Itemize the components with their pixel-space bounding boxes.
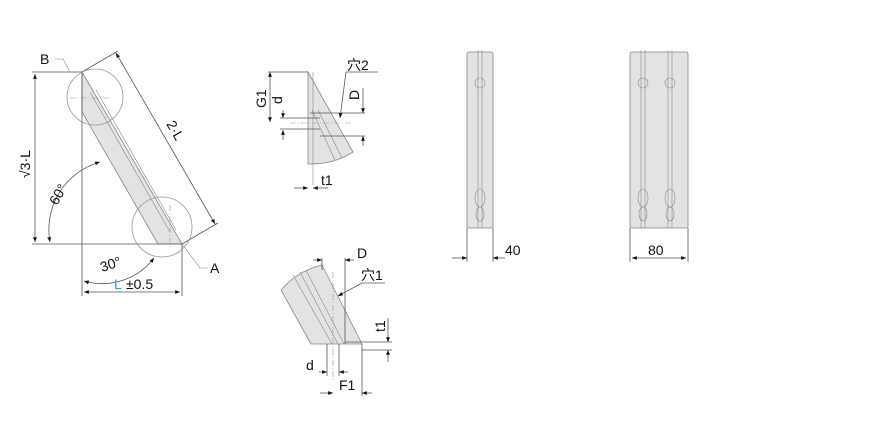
detail-a-view: D 穴1 t1 d F1 [280, 245, 392, 396]
main-side-view: √3·L 2·L 60° 30° L ±0.5 B A [17, 50, 220, 296]
angle-60-label: 60° [46, 181, 70, 207]
front-view-40: 40 [452, 50, 521, 262]
detail-b-view: G1 d D 穴2 t1 [253, 57, 378, 190]
angle-30-label: 30° [98, 253, 123, 275]
width-40-label: 40 [505, 242, 521, 258]
front-view-80: 80 [629, 50, 689, 262]
dim-D-label-a: D [357, 245, 367, 261]
width-80-label: 80 [648, 242, 664, 258]
detail-circle-a [131, 196, 193, 258]
detail-circle-b [66, 68, 124, 126]
dim-D-label: D [346, 90, 362, 100]
dim-d-label: d [269, 96, 285, 104]
detail-label-b: B [40, 51, 49, 67]
dim-t1-label: t1 [321, 172, 333, 188]
hole-1-label: 穴1 [361, 267, 383, 283]
width-dimension-tolerance: ±0.5 [126, 276, 153, 292]
detail-label-a: A [210, 260, 220, 276]
height-dimension-label: √3·L [17, 150, 33, 178]
width-dimension-symbol: L [114, 276, 122, 292]
dim-f1-label: F1 [339, 377, 356, 393]
dim-d-label-a: d [306, 357, 314, 373]
hole-2-label: 穴2 [347, 57, 369, 73]
dim-t1-label-a: t1 [372, 320, 388, 332]
dim-g1-label: G1 [253, 89, 269, 108]
length-dimension-label: 2·L [163, 118, 187, 144]
